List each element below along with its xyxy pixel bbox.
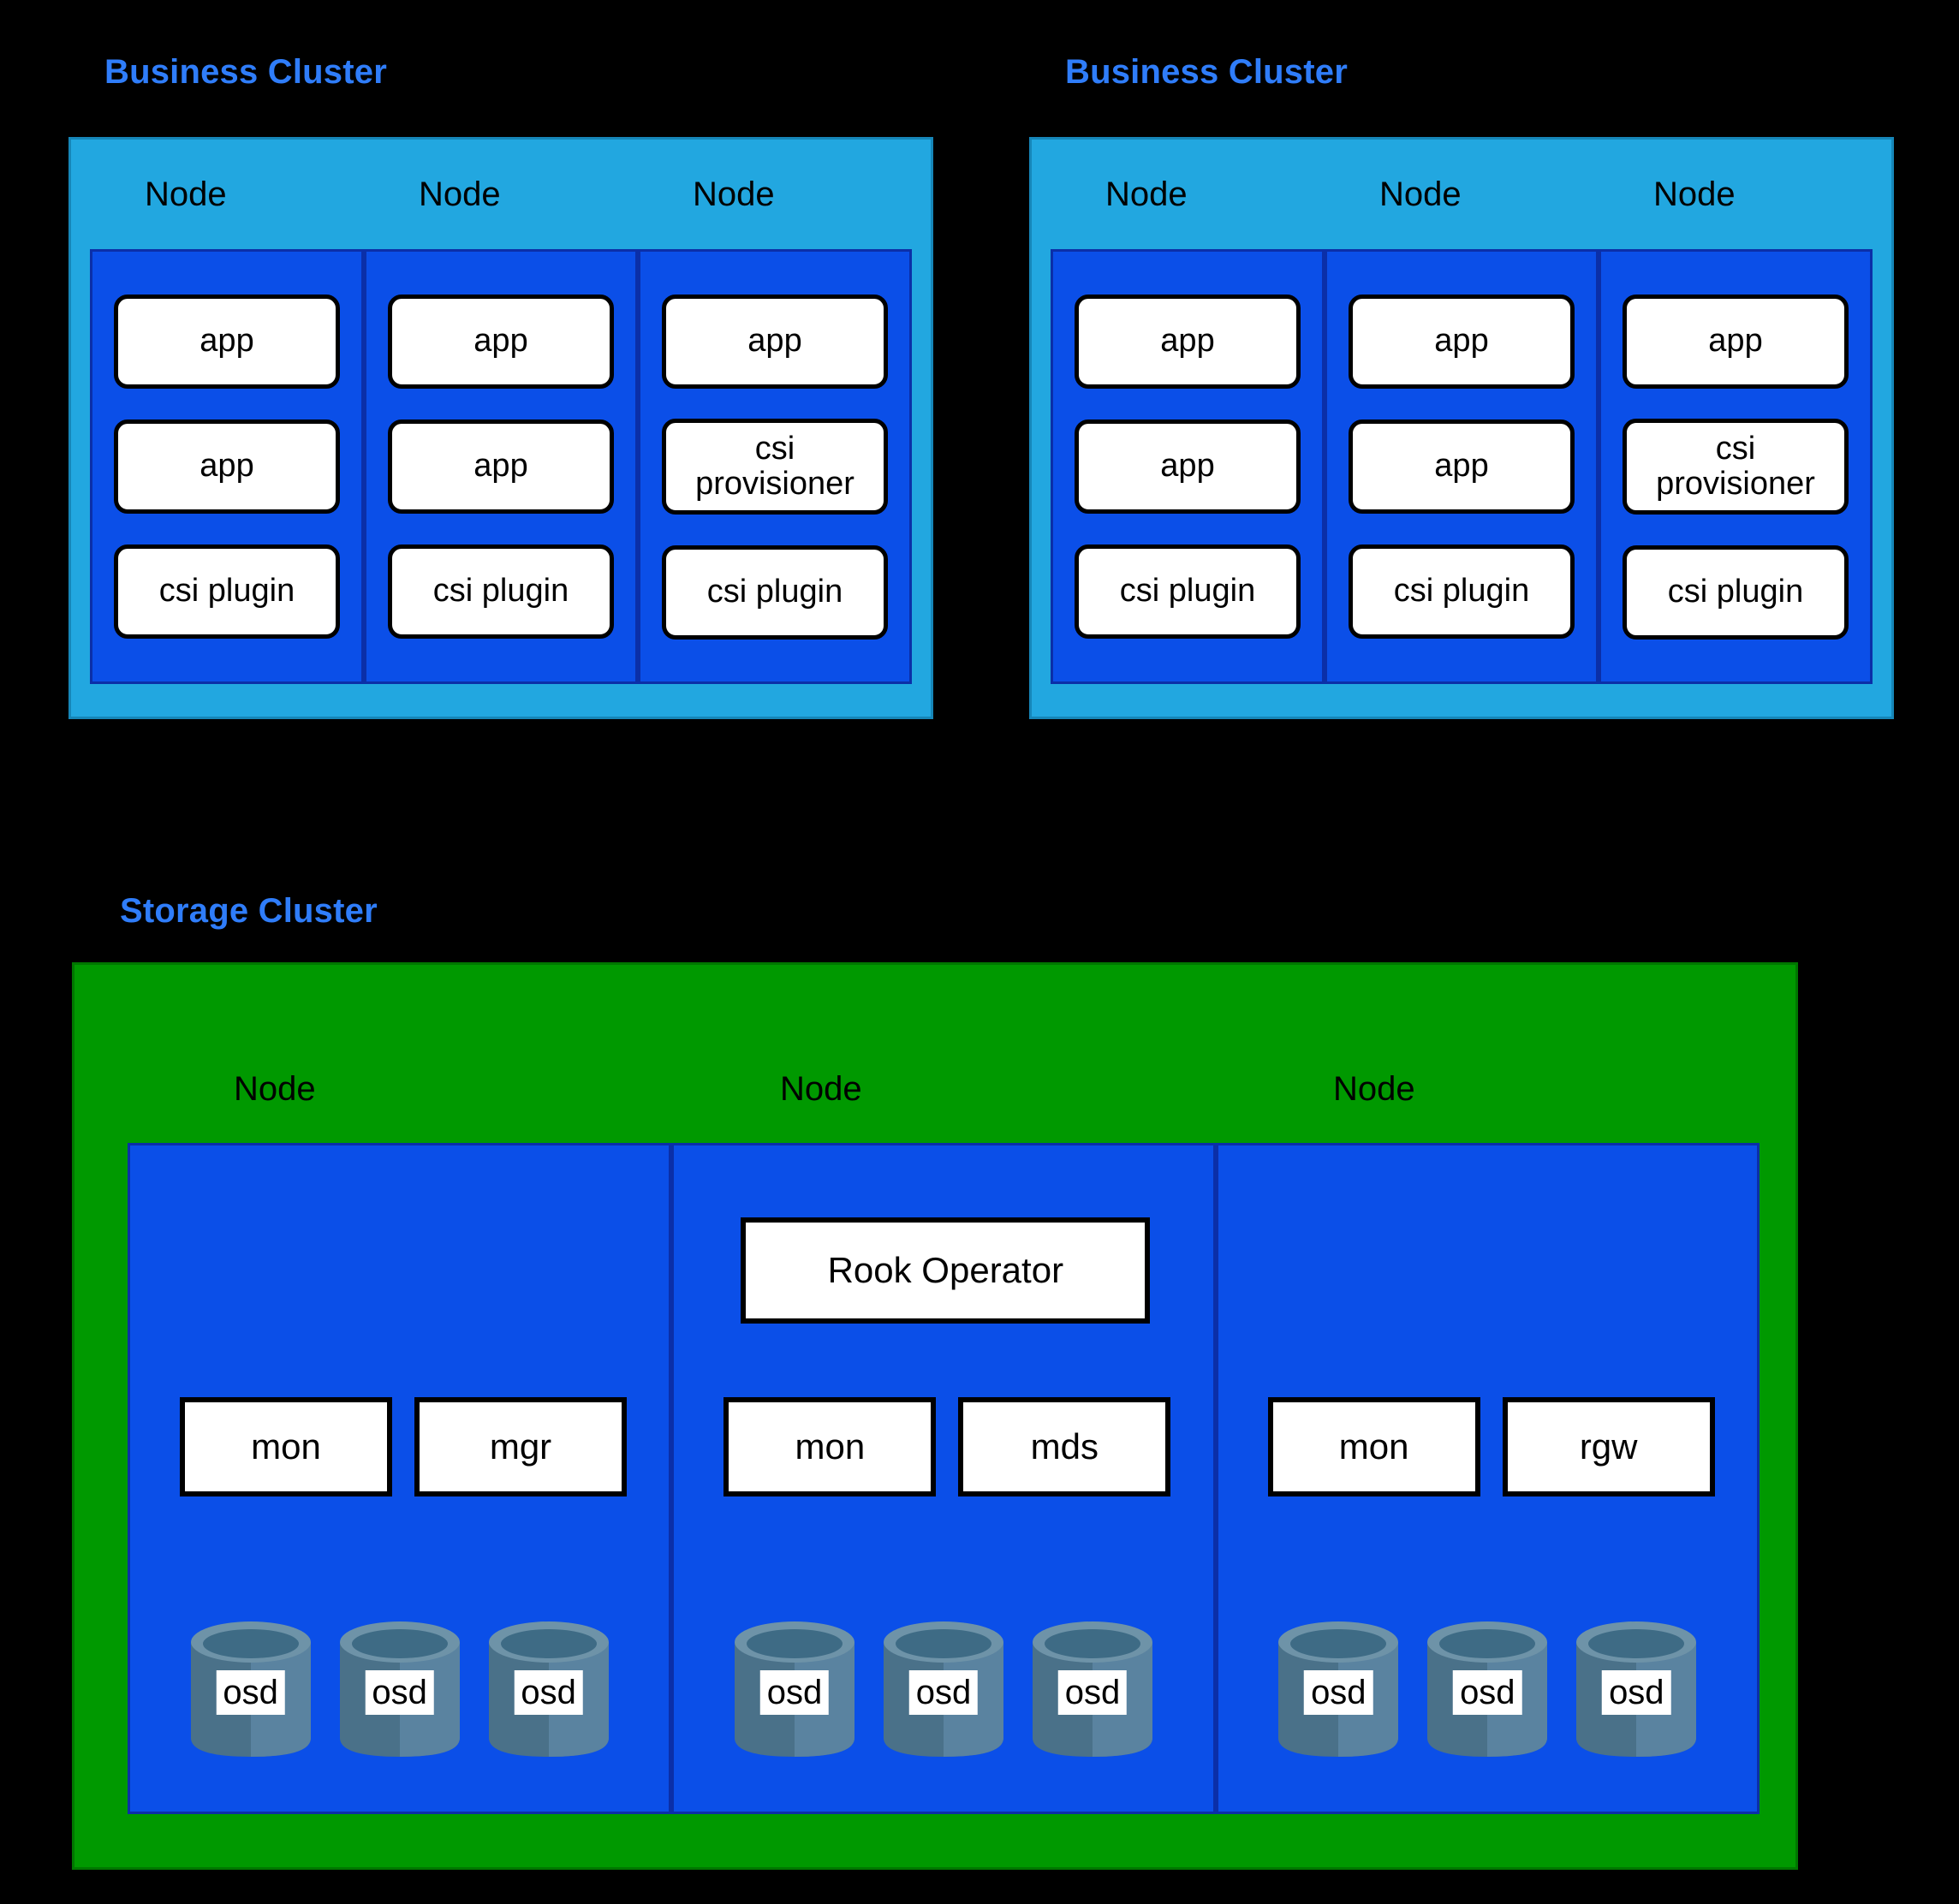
node-label: Node (145, 175, 227, 213)
pod-app[interactable]: app (1623, 294, 1849, 389)
pod-csi-plugin[interactable]: csi plugin (388, 544, 614, 639)
osd-cylinder[interactable]: osd (1275, 1618, 1402, 1762)
osd-cylinder[interactable]: osd (188, 1618, 314, 1762)
node-label: Node (1653, 175, 1736, 213)
osd-label: osd (365, 1670, 434, 1716)
osd-cylinder[interactable]: osd (1573, 1618, 1700, 1762)
osd-group: osd osd osd (1218, 1618, 1757, 1762)
pod-app[interactable]: app (1349, 419, 1575, 514)
business-cluster-1-node-headers: Node Node Node (90, 140, 912, 249)
storage-node-header: Node (234, 1050, 316, 1128)
pod-csi-plugin[interactable]: csi plugin (1075, 544, 1301, 639)
storage-node-column: mon mgr osd osd osd (128, 1143, 672, 1814)
storage-node-header: Node (780, 1050, 862, 1128)
osd-label: osd (1602, 1670, 1671, 1716)
storage-node-column: Rook Operator mon mds osd osd osd (671, 1143, 1216, 1814)
osd-label: osd (759, 1670, 830, 1716)
pod-csi-plugin[interactable]: csi plugin (662, 544, 888, 640)
daemon-rgw[interactable]: rgw (1502, 1397, 1715, 1496)
pod-app[interactable]: app (388, 419, 614, 514)
osd-label: osd (1304, 1670, 1373, 1716)
node-label: Node (419, 175, 501, 213)
daemon-mon[interactable]: mon (180, 1397, 392, 1496)
pod-csi-plugin[interactable]: csi plugin (114, 544, 340, 639)
node-label: Node (780, 1069, 862, 1108)
node-label: Node (1333, 1069, 1415, 1108)
daemon-mon[interactable]: mon (1267, 1397, 1480, 1496)
osd-label: osd (1057, 1670, 1128, 1716)
pod-csi-plugin[interactable]: csi plugin (1623, 544, 1849, 640)
storage-node-header: Node (1333, 1050, 1415, 1128)
business-cluster-2-nodes: app app csi plugin app app csi plugin ap… (1051, 249, 1873, 684)
business-cluster-1-nodes: app app csi plugin app app csi plugin ap… (90, 249, 912, 684)
osd-cylinder[interactable]: osd (880, 1618, 1007, 1762)
business-cluster-1: Node Node Node app app csi plugin app ap… (68, 137, 933, 719)
node-label: Node (1379, 175, 1462, 213)
osd-label: osd (908, 1670, 979, 1716)
storage-cluster-nodes: mon mgr osd osd osd Rook Operator m (128, 1143, 1760, 1814)
osd-cylinder[interactable]: osd (731, 1618, 858, 1762)
storage-cluster: Node Node Node mon mgr osd osd osd (72, 962, 1798, 1870)
pod-csi-provisioner[interactable]: csi provisioner (1623, 419, 1849, 515)
pod-app[interactable]: app (662, 294, 888, 389)
node-column: app csi provisioner csi plugin (638, 249, 912, 684)
rook-operator-box[interactable]: Rook Operator (741, 1217, 1151, 1324)
node-column: app app csi plugin (364, 249, 638, 684)
pod-app[interactable]: app (1075, 419, 1301, 514)
business-cluster-2-node-headers: Node Node Node (1051, 140, 1873, 249)
node-column: app app csi plugin (1325, 249, 1599, 684)
osd-cylinder[interactable]: osd (336, 1618, 463, 1762)
osd-cylinder[interactable]: osd (485, 1618, 612, 1762)
daemon-mds[interactable]: mds (958, 1397, 1171, 1496)
storage-cluster-title: Storage Cluster (120, 892, 378, 930)
node-column: app csi provisioner csi plugin (1599, 249, 1873, 684)
business-cluster-2: Node Node Node app app csi plugin app ap… (1029, 137, 1894, 719)
pod-app[interactable]: app (388, 295, 614, 389)
pod-app[interactable]: app (114, 419, 340, 514)
osd-label: osd (1453, 1670, 1522, 1716)
osd-group: osd osd osd (130, 1618, 669, 1762)
osd-label: osd (216, 1670, 285, 1716)
pod-app[interactable]: app (1349, 295, 1575, 389)
node-label: Node (1105, 175, 1188, 213)
pod-app[interactable]: app (1075, 295, 1301, 389)
node-label: Node (693, 175, 775, 213)
node-column: app app csi plugin (90, 249, 364, 684)
business-cluster-1-title: Business Cluster (104, 53, 387, 91)
storage-node-column: mon rgw osd osd osd (1215, 1143, 1760, 1814)
daemon-mgr[interactable]: mgr (414, 1397, 627, 1496)
node-column: app app csi plugin (1051, 249, 1325, 684)
osd-cylinder[interactable]: osd (1029, 1618, 1156, 1762)
osd-cylinder[interactable]: osd (1424, 1618, 1551, 1762)
osd-label: osd (514, 1670, 583, 1716)
node-label: Node (234, 1069, 316, 1108)
pod-csi-provisioner[interactable]: csi provisioner (662, 419, 888, 515)
business-cluster-2-title: Business Cluster (1065, 53, 1348, 91)
daemon-mon[interactable]: mon (723, 1397, 937, 1496)
pod-csi-plugin[interactable]: csi plugin (1349, 544, 1575, 639)
osd-group: osd osd osd (674, 1618, 1212, 1762)
pod-app[interactable]: app (114, 295, 340, 389)
